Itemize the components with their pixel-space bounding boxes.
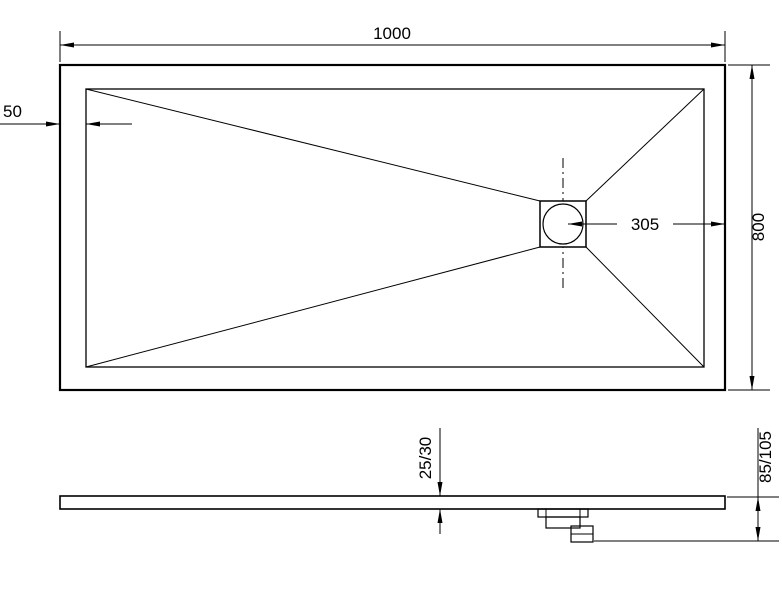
dim-width-label: 1000	[373, 24, 411, 43]
dim-thickness-label: 25/30	[416, 437, 435, 480]
tray-profile	[59, 495, 726, 510]
dim-edge-offset-label: 50	[3, 102, 22, 121]
slope-line-top-left	[85, 88, 541, 202]
dim-height-label: 800	[749, 213, 768, 241]
slope-line-top-right	[585, 88, 705, 202]
side-view	[59, 428, 779, 543]
dimension-height	[728, 64, 770, 391]
top-view	[0, 31, 770, 392]
dim-drain-offset-label: 305	[631, 215, 659, 234]
dimension-drain-offset	[568, 214, 725, 234]
slope-line-bottom-right	[585, 246, 705, 368]
dimension-label-background	[617, 214, 673, 234]
dimension-width	[59, 31, 726, 62]
tray-inner-edge	[85, 88, 705, 368]
drain-trap	[537, 508, 594, 543]
trap-body	[545, 516, 581, 529]
slope-line-bottom-left	[85, 246, 541, 368]
tray-outer-edge	[58, 63, 727, 392]
dimension-total-height	[594, 428, 779, 542]
dim-total-height-label: 85/105	[756, 431, 775, 483]
